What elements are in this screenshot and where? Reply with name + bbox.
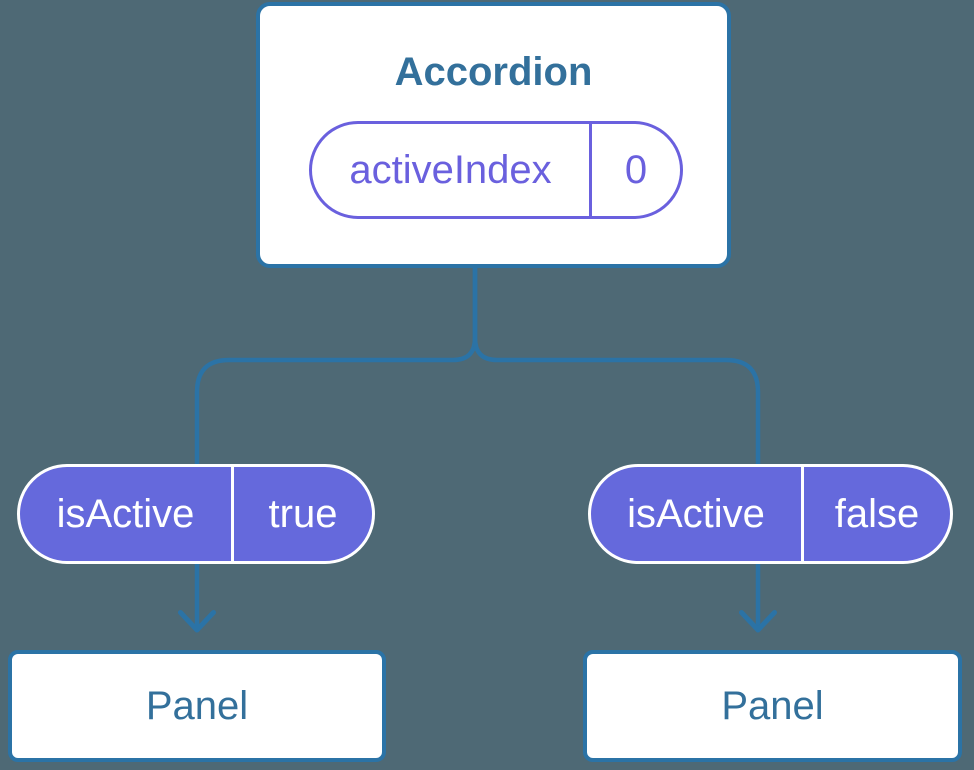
- prop-pill-left: isActive true: [17, 464, 375, 564]
- panel-label: Panel: [145, 683, 249, 728]
- arrowhead-right-icon: [739, 610, 777, 633]
- state-pill: activeIndex 0: [309, 121, 683, 219]
- prop-value-label: false: [834, 492, 920, 536]
- connector-right-branch: [472, 266, 761, 628]
- accordion-component-box: Accordion activeIndex 0: [256, 2, 731, 268]
- prop-name-label: isActive: [20, 467, 234, 561]
- connector-left-branch: [194, 266, 478, 628]
- state-value-label: 0: [624, 148, 648, 192]
- panel-label: Panel: [721, 683, 824, 728]
- panel-box-right: Panel: [583, 650, 962, 762]
- component-title: Accordion: [394, 50, 593, 94]
- panel-box-left: Panel: [8, 650, 386, 762]
- prop-value-label: true: [268, 492, 338, 536]
- state-name-label: activeIndex: [312, 124, 592, 216]
- prop-name-label: isActive: [591, 467, 804, 561]
- arrowhead-left-icon: [178, 610, 216, 633]
- prop-pill-right: isActive false: [588, 464, 953, 564]
